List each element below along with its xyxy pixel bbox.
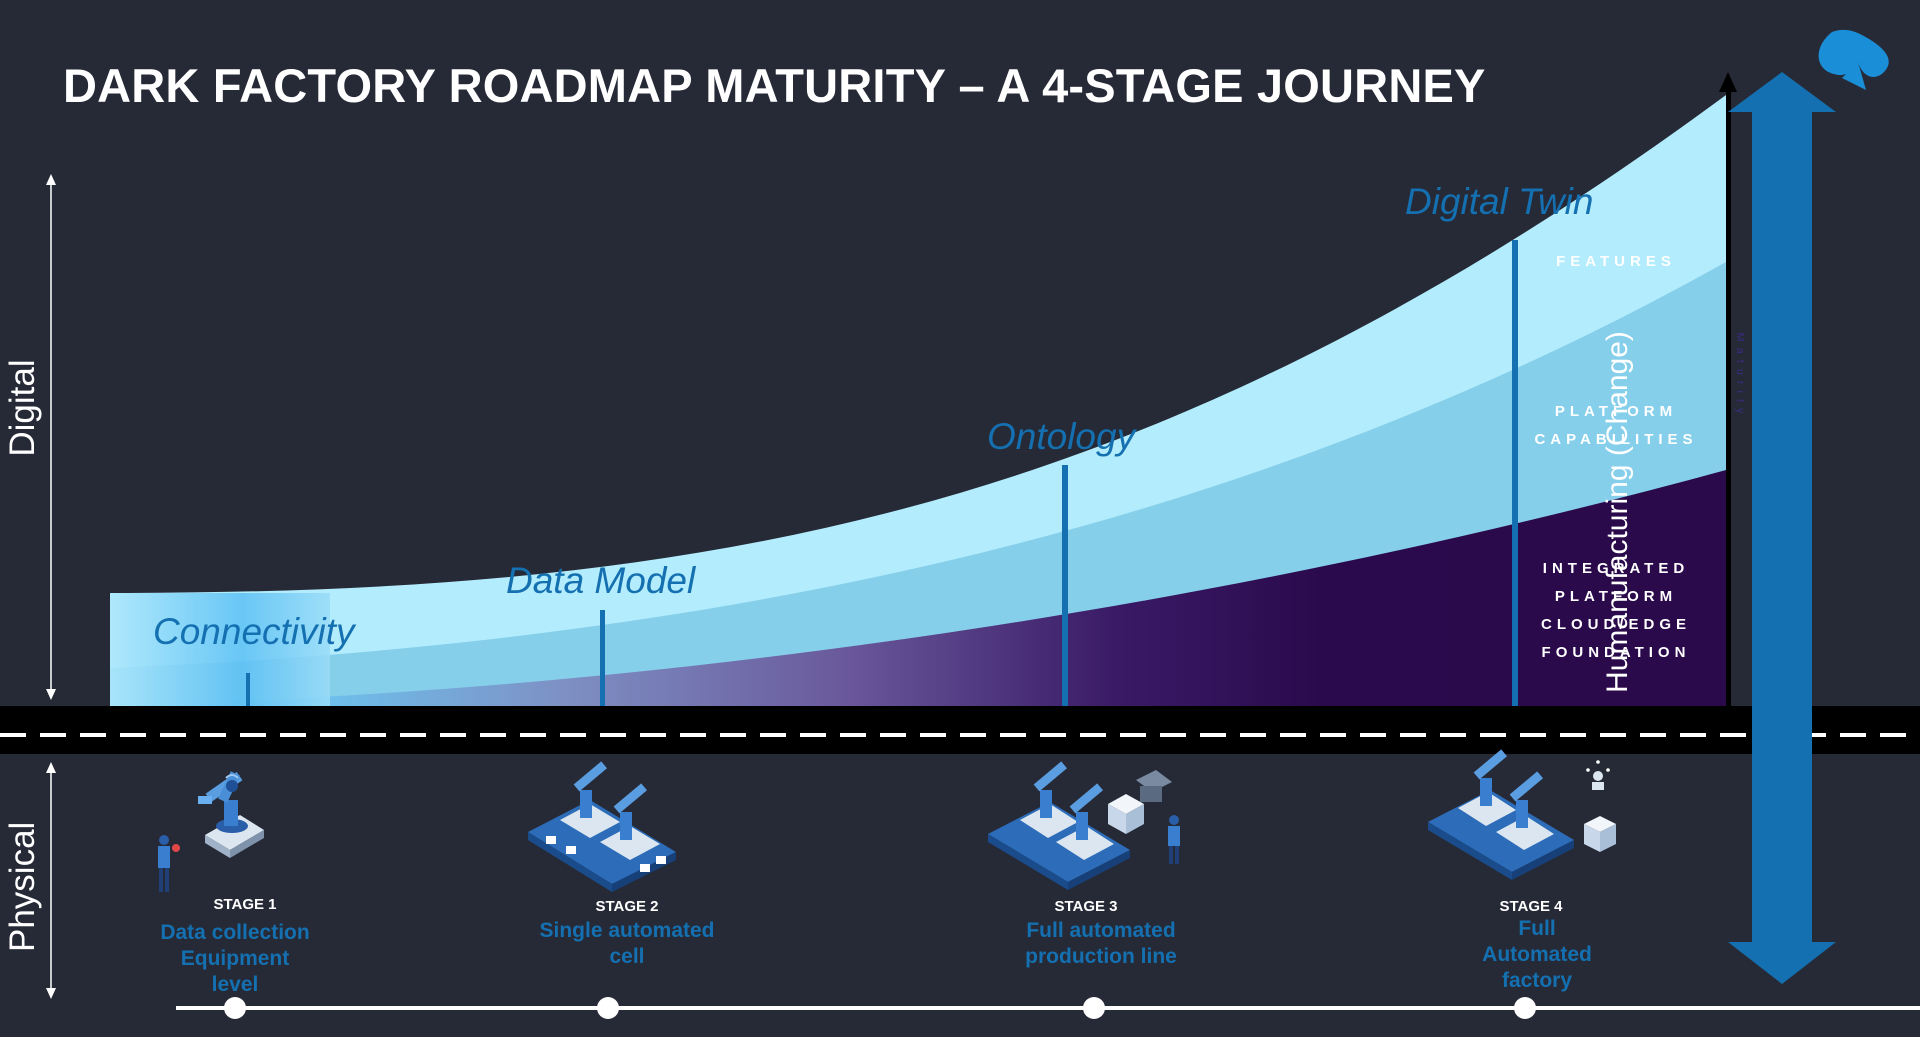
stage-2-line2: cell xyxy=(609,945,645,968)
page-title: DARK FACTORY ROADMAP MATURITY – A 4-STAG… xyxy=(63,59,1486,112)
stage-4-description: Full Automated factory xyxy=(1417,916,1657,994)
physical-axis-top-arrow xyxy=(46,762,56,773)
stage-1-line1: Data collection xyxy=(160,921,310,944)
phase-digital-twin: Digital Twin xyxy=(1405,181,1594,222)
timeline-dot-2 xyxy=(597,997,619,1019)
phase-ontology: Ontology xyxy=(987,416,1136,457)
stage-2-line1: Single automated xyxy=(539,919,715,942)
stage-2-description: Single automated cell xyxy=(507,918,747,970)
stage-3-number: STAGE 3 xyxy=(1054,898,1118,915)
stage-4-line2: Automated xyxy=(1482,943,1592,966)
layer-integrated-line4: FOUNDATION xyxy=(1541,644,1691,661)
layer-platform-line1: PLATFORM xyxy=(1554,403,1678,420)
stage-3-description: Full automated production line xyxy=(981,918,1221,970)
layer-features: FEATURES xyxy=(1536,248,1696,276)
maturity-arrow-head xyxy=(1719,72,1737,92)
stage-1-number: STAGE 1 xyxy=(213,896,277,913)
stage-1-line3: level xyxy=(211,973,259,996)
maturity-arrow-shaft xyxy=(1726,90,1731,707)
road xyxy=(0,706,1920,754)
stage-1-description: Data collection Equipment level xyxy=(115,920,355,998)
digital-axis-top-arrow xyxy=(46,174,56,185)
digital-axis-bottom-arrow xyxy=(46,689,56,700)
phase-connectivity: Connectivity xyxy=(153,611,355,652)
stage-4-line3: factory xyxy=(1501,969,1573,992)
production-line-icon xyxy=(988,761,1180,890)
maturity-label: Maturity xyxy=(1734,332,1746,420)
stem-ontology xyxy=(1062,465,1068,707)
robot-cell-icon xyxy=(528,761,676,892)
stem-data-model xyxy=(600,610,605,707)
axis-label-digital: Digital xyxy=(3,359,42,457)
layer-integrated-line3: CLOUD/EDGE xyxy=(1540,616,1691,633)
timeline-dot-4 xyxy=(1514,997,1536,1019)
stage-4-number: STAGE 4 xyxy=(1499,898,1563,915)
layer-platform: PLATFORM CAPABILITIES xyxy=(1526,398,1706,454)
humanufacturing-label: Humanufacturing (Change) xyxy=(1601,331,1634,693)
timeline-dot-1 xyxy=(224,997,246,1019)
axis-label-physical: Physical xyxy=(3,821,42,952)
humanufacturing-arrow xyxy=(1728,72,1836,984)
physical-axis-bottom-arrow xyxy=(46,988,56,999)
stem-connectivity xyxy=(246,673,250,707)
foundation-band xyxy=(110,470,1726,706)
layer-platform-line2: CAPABILITIES xyxy=(1534,431,1698,448)
stage-1-line2: Equipment xyxy=(180,947,290,970)
spade-logo-icon xyxy=(1818,29,1889,90)
stage-4-line1: Full xyxy=(1518,917,1556,940)
phase-data-model: Data Model xyxy=(506,560,696,601)
layer-integrated: INTEGRATED PLATFORM CLOUD/EDGE FOUNDATIO… xyxy=(1526,555,1706,667)
stage-3-line2: production line xyxy=(1025,945,1177,968)
automated-factory-icon xyxy=(1428,749,1616,880)
layer-integrated-line1: INTEGRATED xyxy=(1542,560,1690,577)
stem-digital-twin xyxy=(1512,240,1518,707)
robot-arm-single-icon xyxy=(158,771,264,892)
stage-3-line1: Full automated xyxy=(1026,919,1176,942)
timeline-dot-3 xyxy=(1083,997,1105,1019)
layer-features-text: FEATURES xyxy=(1556,253,1676,270)
stage-2-number: STAGE 2 xyxy=(595,898,659,915)
layer-integrated-line2: PLATFORM xyxy=(1554,588,1678,605)
connectivity-block xyxy=(110,593,330,706)
